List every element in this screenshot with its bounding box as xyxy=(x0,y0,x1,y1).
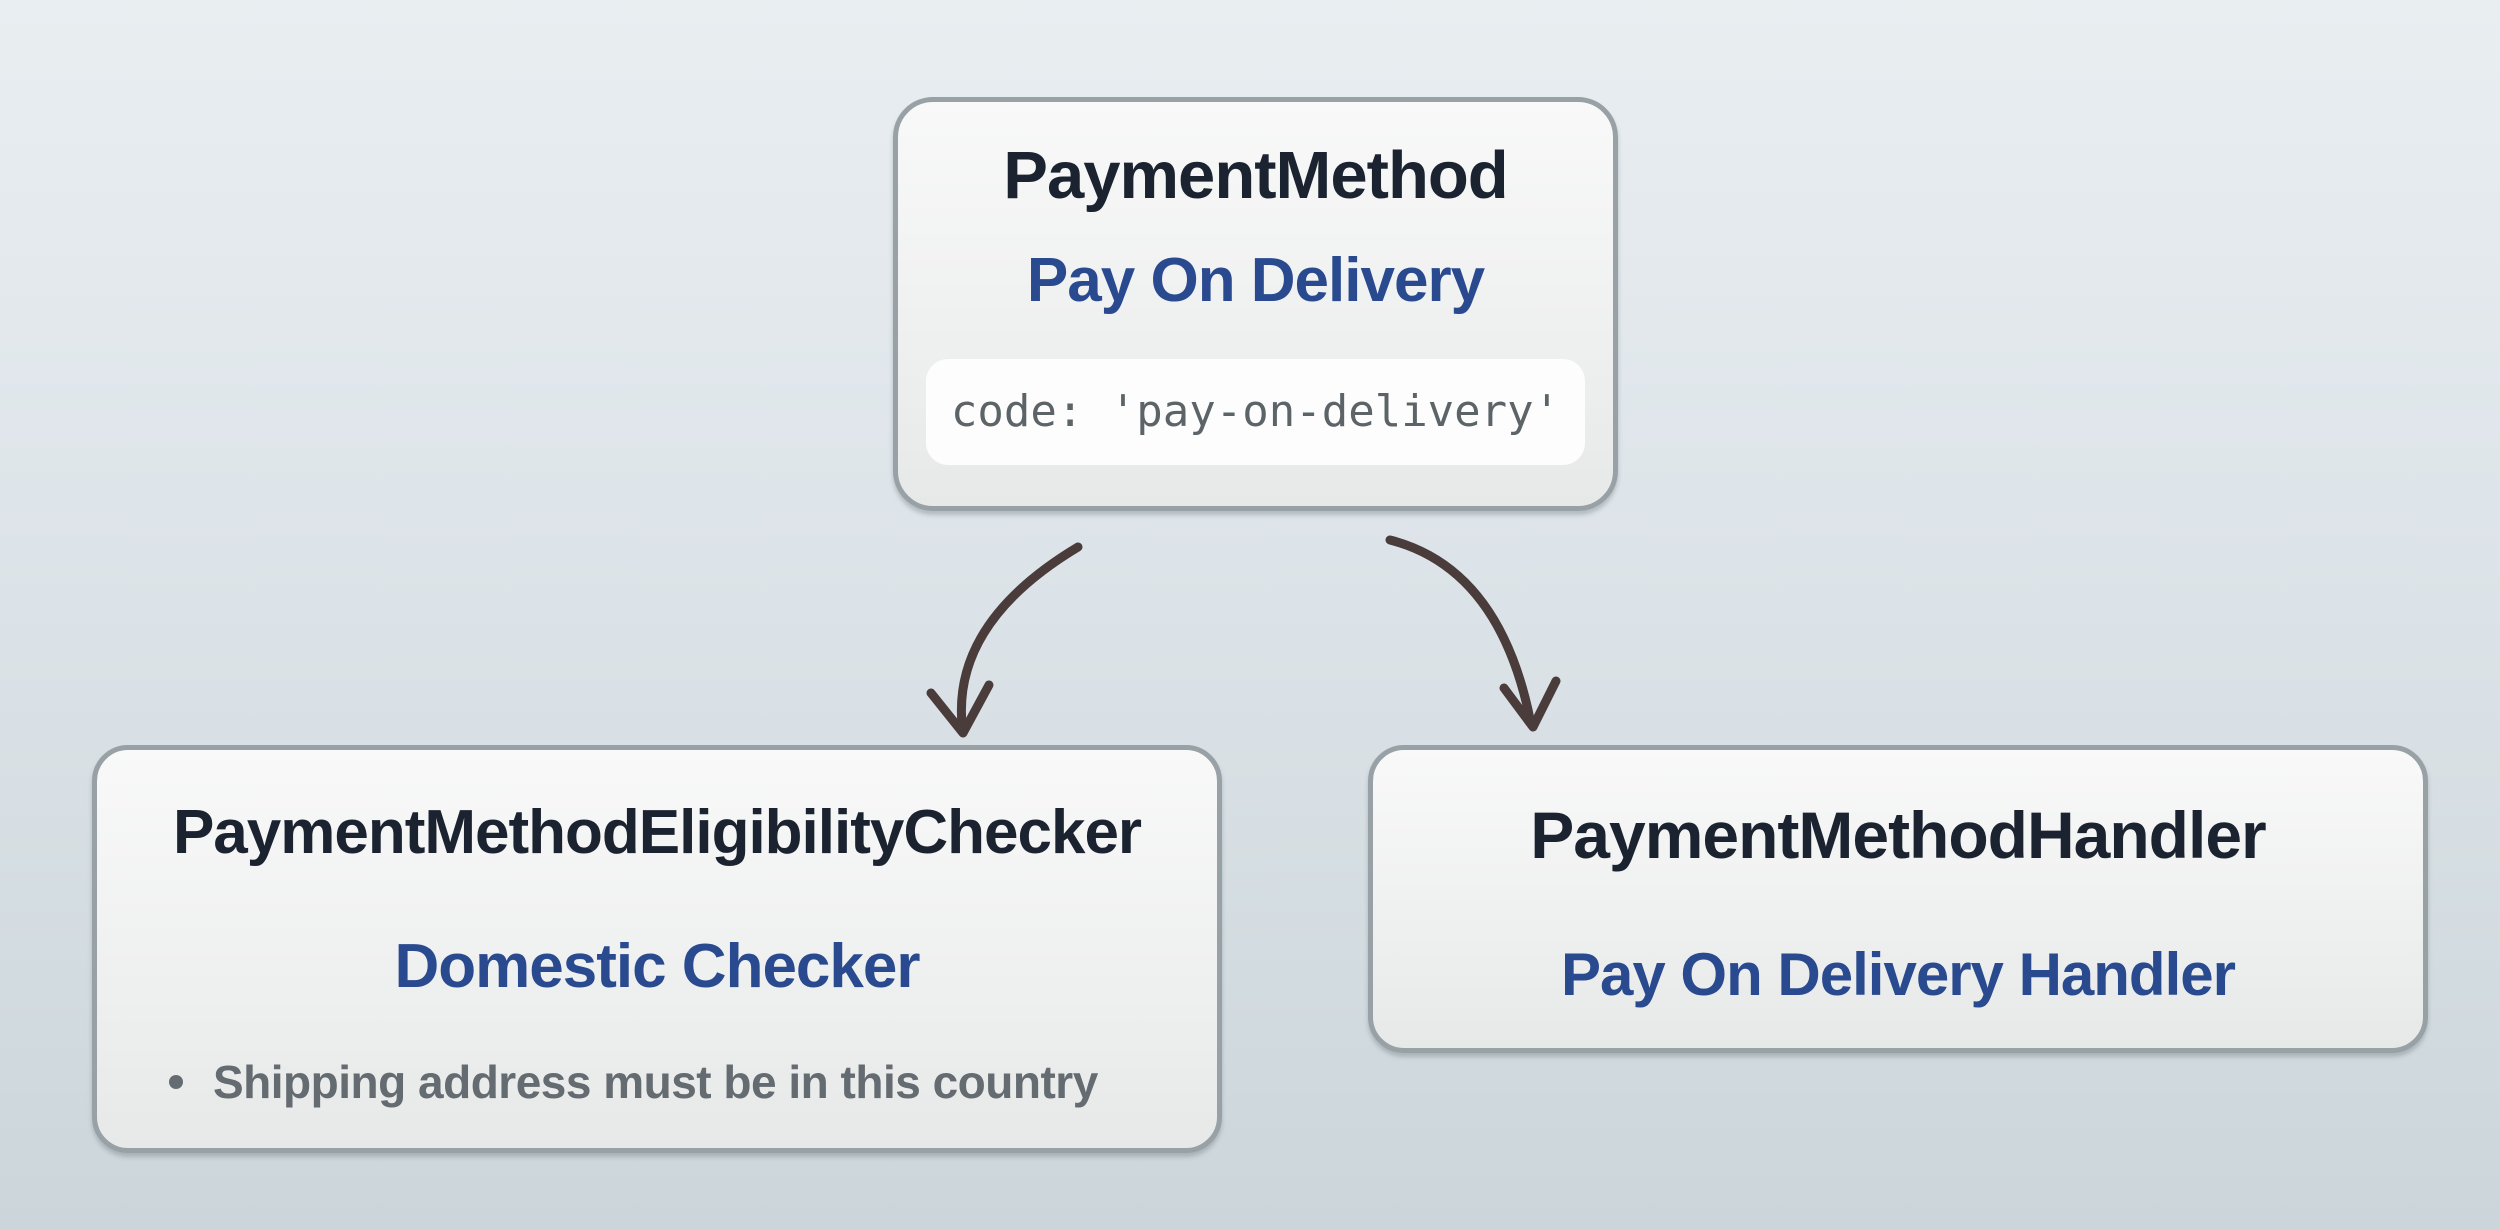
handler-display-name: Pay On Delivery Handler xyxy=(1561,941,2236,1009)
payment-method-class-name: PaymentMethod xyxy=(1003,138,1508,213)
eligibility-checker-display-name: Domestic Checker xyxy=(394,932,920,1002)
payment-method-display-name: Pay On Delivery xyxy=(1026,246,1485,316)
bullet-dot-icon xyxy=(169,1075,183,1090)
arrow-right-shaft xyxy=(1385,535,1535,724)
eligibility-rule-item: Shipping address must be in this country xyxy=(147,1055,1197,1110)
handler-node: PaymentMethodHandler Pay On Delivery Han… xyxy=(1368,745,2428,1053)
payment-method-code-snippet: code: 'pay-on-delivery' xyxy=(926,358,1585,466)
eligibility-checker-node: PaymentMethodEligibilityChecker Domestic… xyxy=(92,745,1222,1153)
arrow-right-head-icon xyxy=(1499,676,1561,732)
eligibility-checker-class-name: PaymentMethodEligibilityChecker xyxy=(172,798,1142,867)
arrow-to-handler xyxy=(1385,535,1561,732)
arrow-to-eligibility-checker xyxy=(926,542,1083,738)
handler-class-name: PaymentMethodHandler xyxy=(1530,798,2266,872)
arrow-left-shaft xyxy=(956,542,1083,729)
payment-method-node: PaymentMethod Pay On Delivery code: 'pay… xyxy=(893,97,1618,511)
arrow-left-head-icon xyxy=(926,680,994,738)
eligibility-rule-text: Shipping address must be in this country xyxy=(213,1055,1098,1108)
